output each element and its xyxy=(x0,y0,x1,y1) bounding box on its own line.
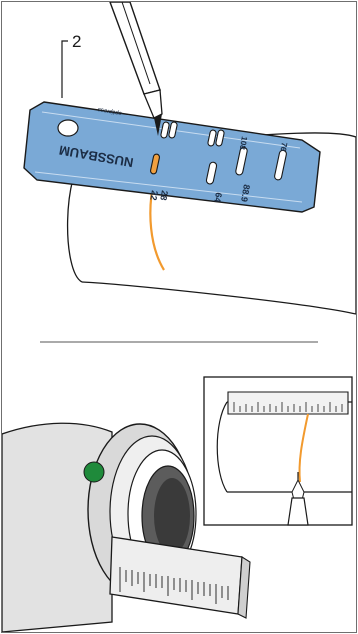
slot-label-64: 64 xyxy=(212,192,224,204)
marking-template: NUSSBAUM 22 28 64 88.9 76 108 optipress xyxy=(24,102,320,212)
top-scene: NUSSBAUM 22 28 64 88.9 76 108 optipress xyxy=(24,2,356,314)
slot-label-28: 28 xyxy=(158,190,170,202)
green-dot-indicator xyxy=(84,462,104,482)
slot-label-22: 22 xyxy=(148,190,160,202)
bottom-scene xyxy=(2,377,352,632)
hang-hole xyxy=(58,120,78,136)
callout-leader xyxy=(62,41,68,98)
ruler-icon xyxy=(110,537,250,618)
inset-detail xyxy=(204,377,352,525)
